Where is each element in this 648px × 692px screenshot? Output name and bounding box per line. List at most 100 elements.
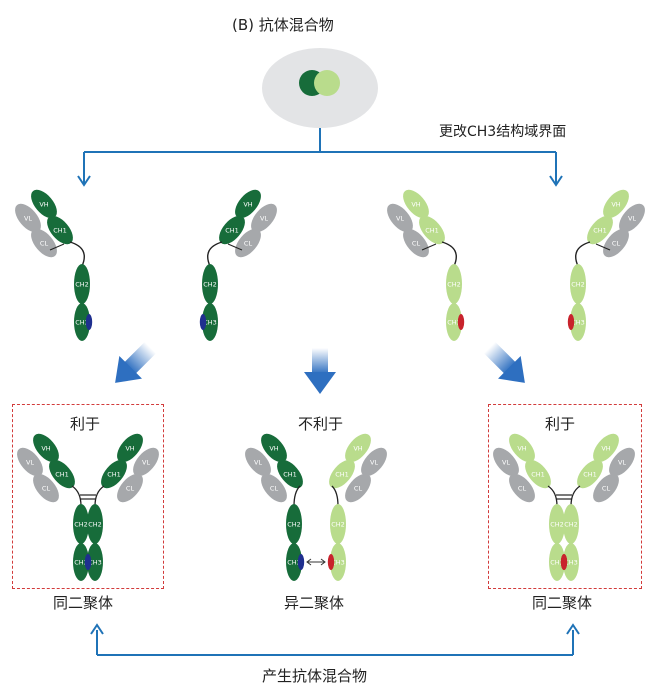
top-half-1-vl: VL (15, 203, 41, 233)
top-half-1-cl-label: CL (40, 240, 49, 248)
top-half-1-vh: VH (31, 189, 57, 219)
homodimer-dark-l-vl-shape (17, 447, 43, 477)
top-half-2-disulfide (227, 243, 243, 251)
homodimer-dark-l-vh-label: VH (41, 445, 50, 453)
heterodimer-l-vl: VL (245, 447, 271, 477)
homodimer-dark-l-ch2-label: CH2 (74, 521, 88, 529)
heterodimer-r-ch1-shape (329, 459, 355, 489)
homodimer-light-r-vh: VH (593, 433, 619, 463)
homodimer-light-l-ch2-label: CH2 (550, 521, 564, 529)
homodimer-dark-l-hinge (71, 485, 82, 507)
homodimer-light-r-cl-shape (593, 473, 619, 503)
heterodimer-r-ch3-shape (330, 543, 346, 581)
homodimer-light-l-ch2: CH2 (549, 504, 565, 544)
heterodimer-l-ch1-shape (277, 459, 303, 489)
homodimer-dark-r-vl: VL (133, 447, 159, 477)
top-half-2-ch1-label: CH1 (225, 227, 239, 235)
top-half-1-ch2-shape (74, 264, 90, 304)
homodimer-dark-l-ch3-label: CH3 (74, 559, 88, 567)
homodimer-dark-r-ch2-shape (87, 504, 103, 544)
heterodimer-l-vh: VH (261, 433, 287, 463)
product-label: 产生抗体混合物 (262, 667, 368, 685)
top-half-3-hinge (441, 241, 457, 267)
homodimer-light-l-cl-shape (509, 473, 535, 503)
homodimer-dark-l-vl-label: VL (26, 459, 34, 467)
homodimer-light-l-cl-label: CL (518, 485, 527, 493)
homodimer-light-r-ch2: CH2 (563, 504, 579, 544)
top-half-2-cl-label: CL (244, 240, 253, 248)
result-label-right: 同二聚体 (532, 594, 593, 612)
top-half-4-ch2: CH2 (570, 264, 586, 304)
homodimer-light-l-vl-shape (493, 447, 519, 477)
top-half-2-ch2: CH2 (202, 264, 218, 304)
top-half-1-hinge (69, 241, 85, 267)
homodimer-light-l-ch2-shape (549, 504, 565, 544)
homodimer-dark-r-vl-shape (133, 447, 159, 477)
heterodimer-l-cl: CL (261, 473, 287, 503)
split-connector (77, 128, 563, 187)
homodimer-light-r-vl: VL (609, 447, 635, 477)
homodimer-dark-r-ch1-label: CH1 (107, 471, 121, 479)
homodimer-dark-l-ch3-shape (73, 543, 89, 581)
homodimer-light-r-cl: CL (593, 473, 619, 503)
homodimer-light-l-ch1: CH1 (525, 459, 551, 489)
homodimer-light-l-vh-shape (509, 433, 535, 463)
top-half-4-hinge (575, 241, 591, 267)
homodimer-light-r-hinge (570, 485, 581, 507)
top-half-3-ch3-label: CH3 (447, 319, 461, 327)
mixture-ellipse-group (262, 48, 378, 128)
homodimer-dark-l-vh-shape (33, 433, 59, 463)
molecules: VLCLVHCH1CH2CH3VLCLVHCH1CH2CH3VLCLVHCH1C… (15, 189, 645, 581)
result-label-center: 异二聚体 (284, 594, 345, 612)
homodimer-light-r-vl-label: VL (618, 459, 626, 467)
homodimer-light-r-ch2-label: CH2 (564, 521, 578, 529)
heterodimer-l-vl-label: VL (254, 459, 262, 467)
heterodimer-r-ch1: CH1 (329, 459, 355, 489)
top-half-3-ch2-shape (446, 264, 462, 304)
top-half-1-ch3-label: CH3 (75, 319, 89, 327)
top-half-1-ch2: CH2 (74, 264, 90, 304)
arrow-down-left (115, 341, 157, 383)
heterodimer-l-cl-shape (261, 473, 287, 503)
homodimer-light-l-ch1-shape (525, 459, 551, 489)
top-half-4-knob (567, 314, 575, 330)
homodimer-dark-l-vl: VL (17, 447, 43, 477)
homodimer-dark-r-ch1-shape (101, 459, 127, 489)
top-half-4-ch3-shape (570, 303, 586, 341)
top-half-3-ch1-label: CH1 (425, 227, 439, 235)
homodimer-light-r-ch3: CH3 (563, 543, 579, 581)
figure-title: (B) 抗体混合物 (232, 16, 334, 34)
top-half-1-vl-label: VL (24, 215, 32, 223)
outcome-box-left (12, 404, 164, 589)
homodimer-dark-r-ch3-shape (87, 543, 103, 581)
heterodimer-l-knob (297, 554, 305, 570)
top-half-2-vl: VL (251, 203, 277, 233)
outcome-label-center: 不利于 (298, 415, 344, 433)
top-half-1-disulfide (49, 243, 65, 251)
arrow-down (304, 348, 336, 394)
outcome-label-right: 利于 (545, 415, 576, 433)
homodimer-light-l-vh-label: VH (517, 445, 526, 453)
top-half-4-ch3: CH3 (570, 303, 586, 341)
heterodimer-l-vh-shape (261, 433, 287, 463)
homodimer-light-r-vl-shape (609, 447, 635, 477)
outcome-box-right (488, 404, 642, 589)
homodimer-light-r-ch3-label: CH3 (564, 559, 578, 567)
homodimer-light-l-ch3-label: CH3 (550, 559, 564, 567)
top-half-3-vl: VL (387, 203, 413, 233)
homodimer-dark-r-cl-label: CL (126, 485, 135, 493)
top-half-4-disulfide (595, 243, 611, 251)
top-half-3-cl-label: CL (412, 240, 421, 248)
homodimer-light-r-ch2-shape (563, 504, 579, 544)
homodimer-light-r-ch1-shape (577, 459, 603, 489)
homodimer-light-r-knob (560, 554, 568, 570)
heterodimer-r-vh-shape (345, 433, 371, 463)
top-half-2-vl-shape (251, 203, 277, 233)
top-half-3-knob (457, 314, 465, 330)
heterodimer-l-ch2-shape (286, 504, 302, 544)
